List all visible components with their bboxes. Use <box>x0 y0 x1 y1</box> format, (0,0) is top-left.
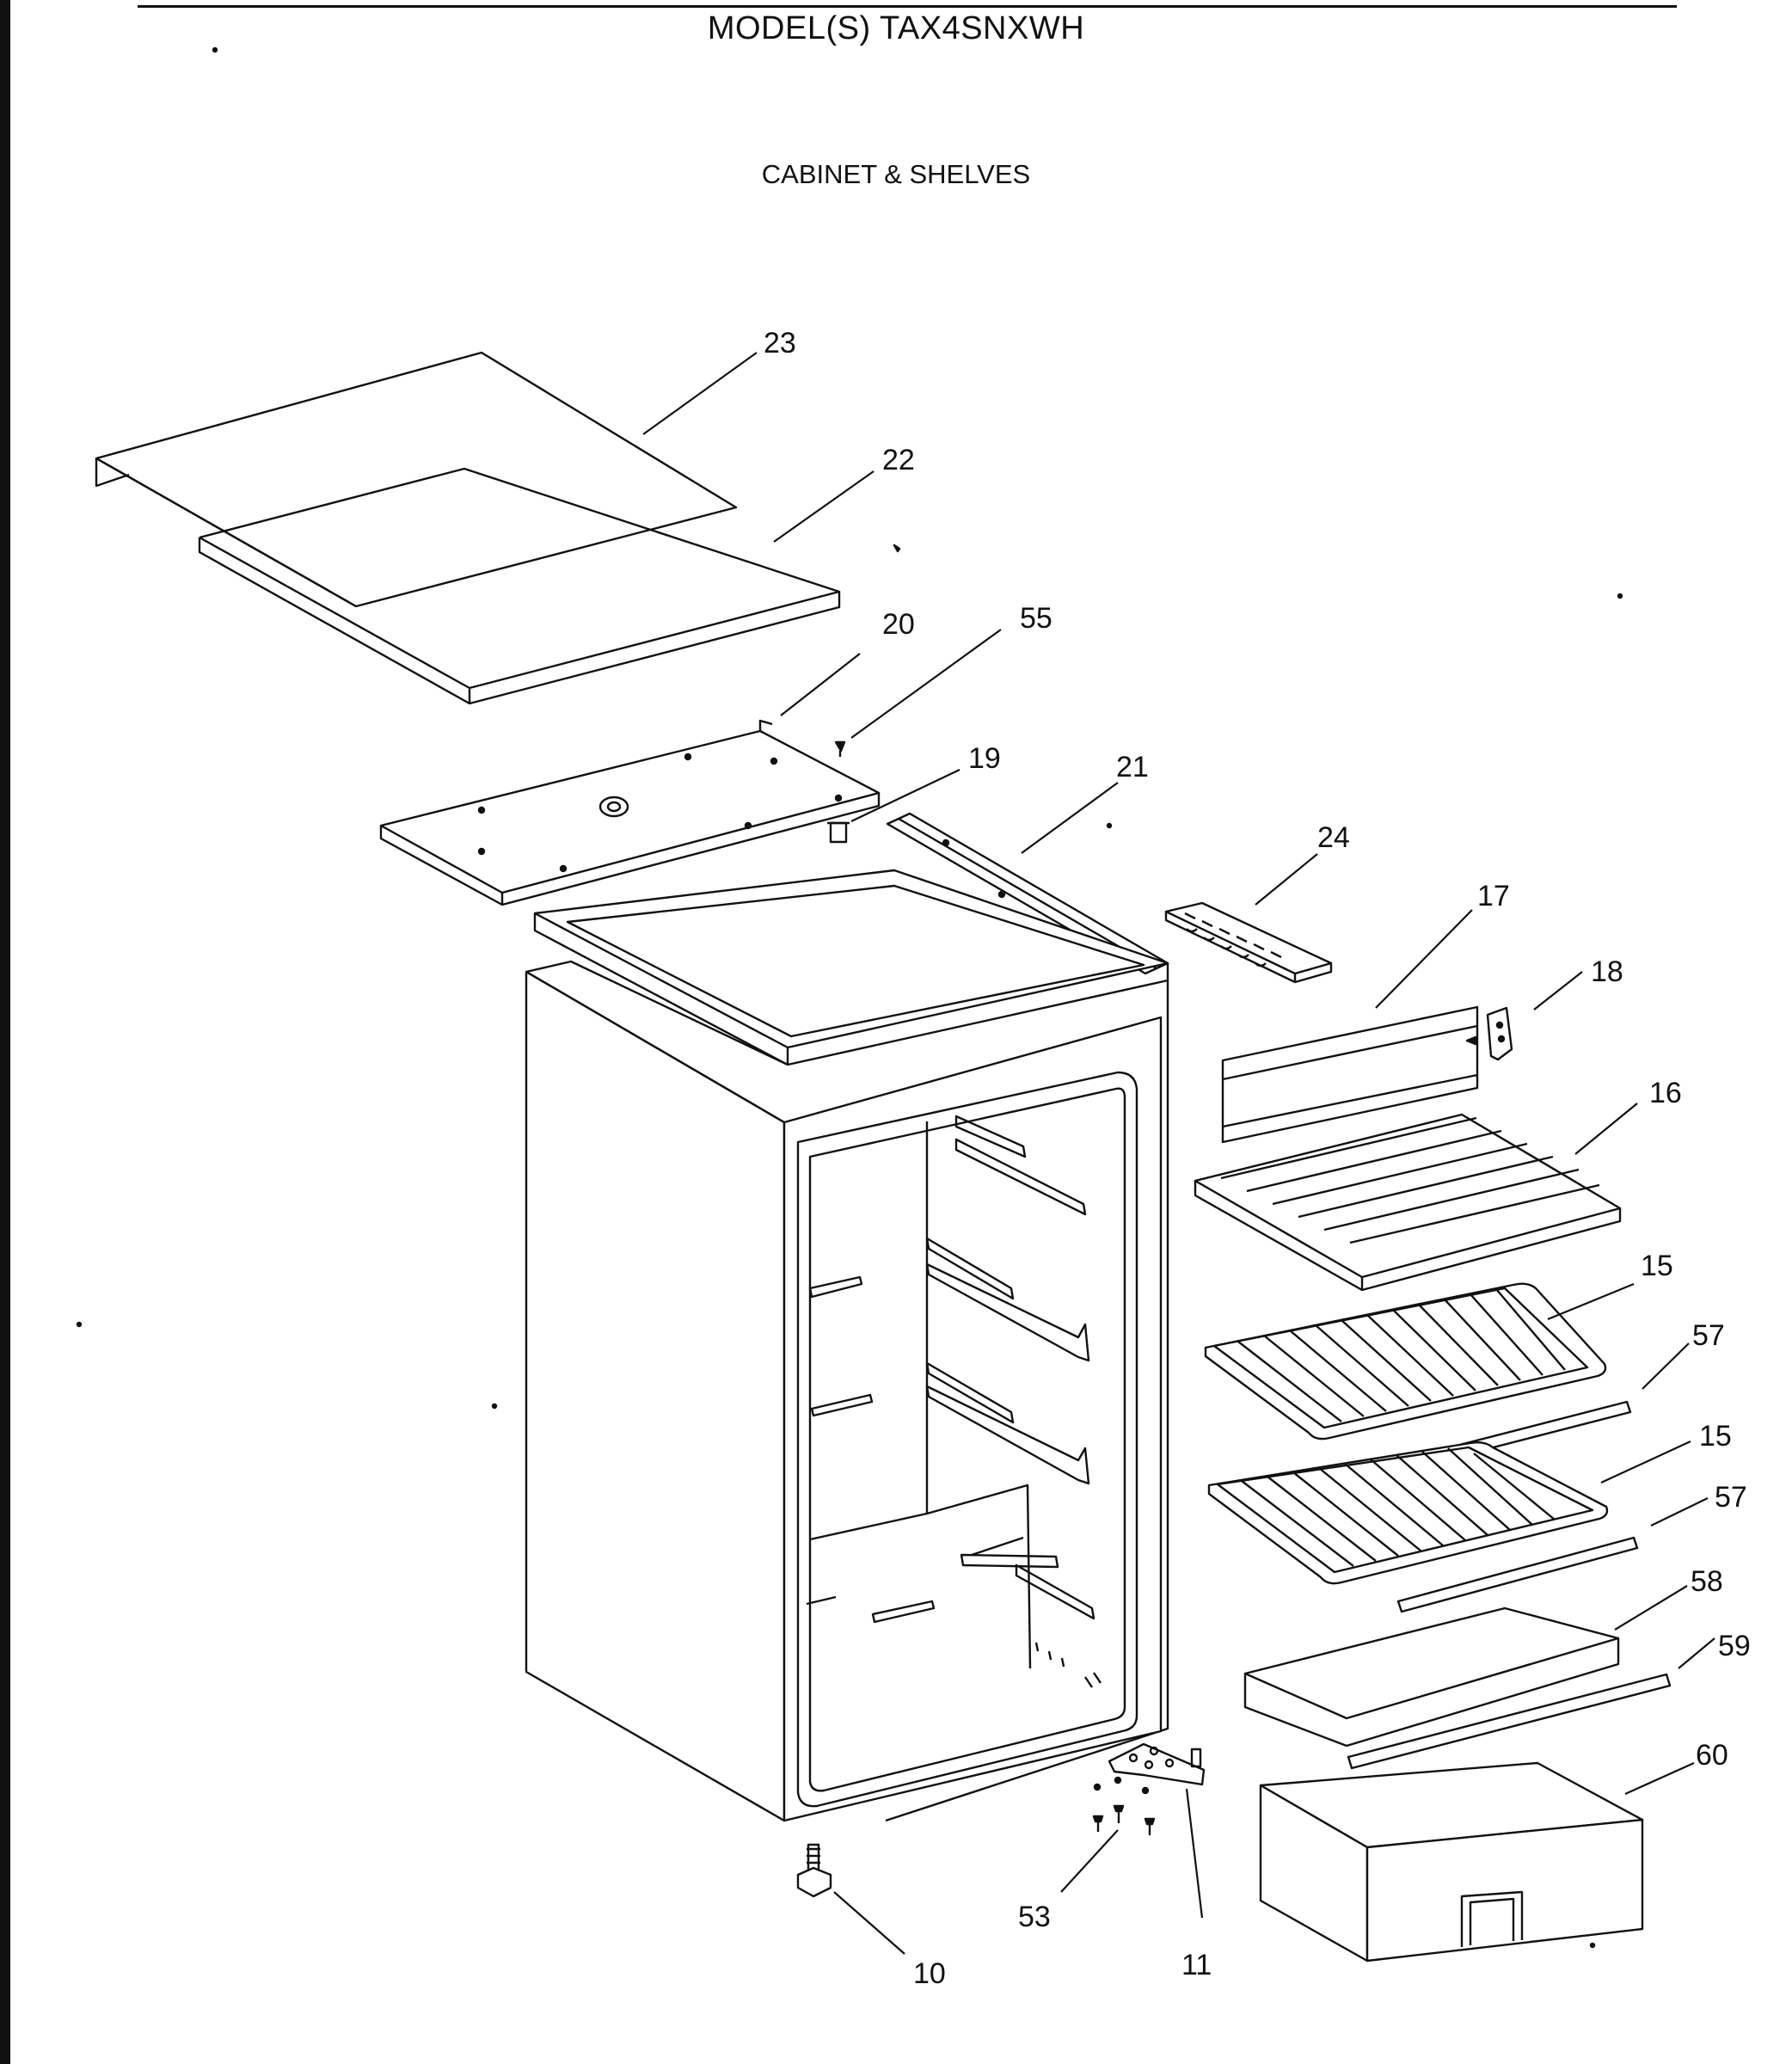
callout-60: 60 <box>1696 1739 1728 1772</box>
callout-21: 21 <box>1116 751 1149 783</box>
header-rule <box>138 5 1677 8</box>
callout-15-upper: 15 <box>1641 1250 1673 1282</box>
callout-11: 11 <box>1181 1949 1212 1981</box>
part-57-shelf-rail-lower <box>1396 1536 1639 1613</box>
part-15-wire-shelf-upper <box>1204 1282 1607 1440</box>
part-18-hinge <box>1465 1006 1513 1061</box>
part-59-cover-strip <box>1347 1673 1672 1770</box>
cabinet-body <box>525 960 1169 1822</box>
callout-17: 17 <box>1477 880 1510 912</box>
callout-labels: 23 22 20 55 19 21 24 17 18 16 15 57 15 5… <box>764 327 1751 1990</box>
scan-speckles <box>76 46 1623 1949</box>
part-24-ice-tray <box>1164 901 1333 984</box>
scan-left-edge <box>0 0 10 2064</box>
callout-57-lower: 57 <box>1715 1481 1747 1514</box>
part-19-bushing <box>827 821 850 844</box>
leader-lines <box>642 352 1715 1955</box>
part-11-hinge-plate <box>1093 1742 1206 1795</box>
callout-19: 19 <box>968 742 1001 775</box>
part-58-crisper-cover <box>1243 1606 1620 1748</box>
callout-16: 16 <box>1649 1077 1682 1109</box>
part-22-top-panel <box>198 467 841 705</box>
callout-22: 22 <box>882 444 915 476</box>
callout-15-lower: 15 <box>1699 1420 1732 1453</box>
part-20-mounting-plate <box>379 719 881 906</box>
callout-55: 55 <box>1020 602 1052 635</box>
part-10-leveling-leg <box>796 1843 832 1898</box>
callout-18: 18 <box>1591 955 1623 988</box>
part-53-screws <box>1092 1804 1156 1835</box>
part-15-wire-shelf-lower <box>1207 1440 1609 1585</box>
callout-23: 23 <box>764 327 796 359</box>
part-17-evaporator-door <box>1221 1005 1479 1144</box>
part-60-crisper-drawer <box>1259 1761 1644 1963</box>
part-23-top-cover <box>95 351 738 608</box>
part-55-screw <box>834 740 846 757</box>
callout-10: 10 <box>913 1957 946 1990</box>
callout-58: 58 <box>1691 1565 1723 1598</box>
callout-53: 53 <box>1018 1901 1051 1933</box>
model-title: MODEL(S) TAX4SNXWH <box>707 10 1085 46</box>
part-16-drip-tray <box>1194 1113 1622 1292</box>
callout-20: 20 <box>882 608 915 641</box>
callout-59: 59 <box>1718 1630 1751 1662</box>
part-21-frame-rail <box>886 812 1169 975</box>
callout-57-upper: 57 <box>1692 1319 1725 1352</box>
section-title: CABINET & SHELVES <box>761 159 1031 189</box>
part-21-top-frame <box>533 869 1169 1066</box>
callout-24: 24 <box>1317 821 1350 854</box>
